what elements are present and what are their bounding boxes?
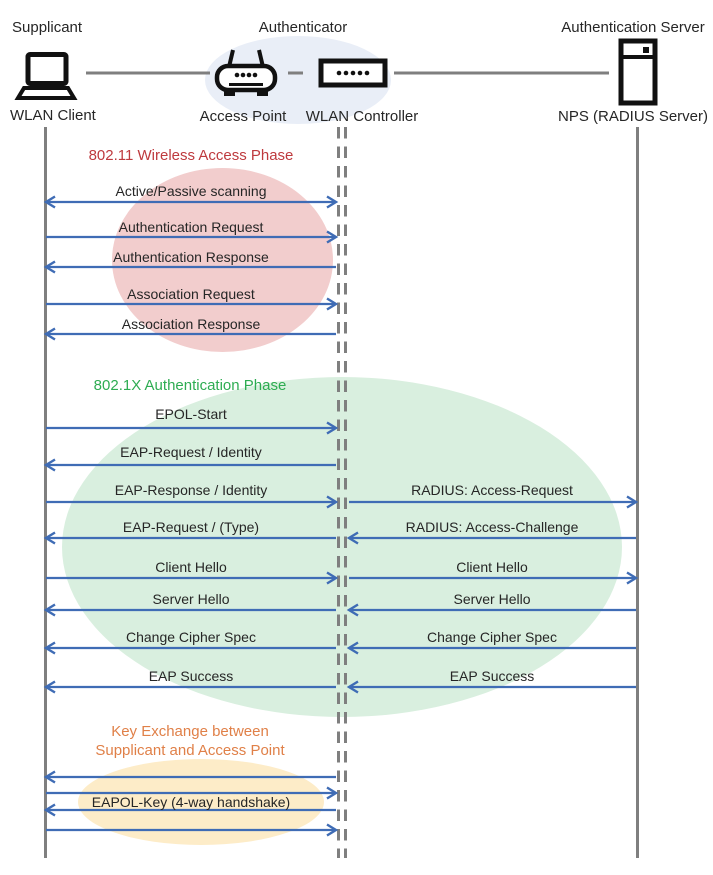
- message-label: RADIUS: Access-Challenge: [405, 519, 579, 535]
- device-wlan-controller: WLAN Controller: [305, 108, 419, 125]
- laptop-icon: [14, 52, 78, 100]
- wlan-controller-icon: [318, 58, 388, 88]
- message-arrow: [46, 230, 339, 244]
- message-arrow: [46, 297, 339, 311]
- device-access-point: Access Point: [199, 108, 287, 125]
- message-arrow: [43, 770, 336, 784]
- access-point-icon: [214, 49, 278, 96]
- phase2-title: 802.1X Authentication Phase: [93, 377, 287, 394]
- phase1-title: 802.11 Wireless Access Phase: [88, 147, 294, 164]
- message-label: Association Response: [121, 316, 261, 332]
- message-arrow: [43, 641, 336, 655]
- phase1-ellipse: [112, 168, 333, 352]
- message-arrow: [349, 495, 639, 509]
- message-label: Change Cipher Spec: [427, 629, 557, 645]
- message-label: EAP Success: [449, 668, 535, 684]
- message-arrow: [46, 823, 339, 837]
- message-arrow: [43, 260, 336, 274]
- phase2-ellipse: [62, 377, 622, 717]
- message-label: EAPOL-Key (4-way handshake): [91, 794, 291, 810]
- message-arrow: [43, 531, 336, 545]
- message-label: Change Cipher Spec: [126, 629, 256, 645]
- message-label: Server Hello: [453, 591, 531, 607]
- message-arrow: [46, 421, 339, 435]
- message-label: EAP-Request / (Type): [122, 519, 260, 535]
- message-label: Authentication Response: [113, 249, 269, 265]
- message-arrow: [349, 571, 639, 585]
- message-arrow: [46, 786, 339, 800]
- message-label: Client Hello: [155, 559, 227, 575]
- message-label: Client Hello: [456, 559, 528, 575]
- device-wlan-client: WLAN Client: [10, 107, 96, 124]
- message-label: Authentication Request: [118, 219, 264, 235]
- message-label: EAP-Response / Identity: [114, 482, 268, 498]
- message-label: EAP-Request / Identity: [120, 444, 262, 460]
- server-icon: [618, 38, 658, 106]
- message-arrow: [346, 641, 636, 655]
- message-arrow: [43, 327, 336, 341]
- role-auth-server: Authentication Server: [561, 19, 705, 36]
- message-arrow: [43, 803, 336, 817]
- message-arrow: [43, 680, 336, 694]
- message-arrow: [346, 531, 636, 545]
- role-supplicant: Supplicant: [12, 19, 83, 36]
- phase3-title: Key Exchange between Supplicant and Acce…: [95, 723, 285, 759]
- message-label: EAP Success: [148, 668, 234, 684]
- message-label: Active/Passive scanning: [115, 183, 267, 199]
- message-label: Server Hello: [152, 591, 230, 607]
- message-label: EPOL-Start: [155, 406, 227, 422]
- role-authenticator: Authenticator: [258, 19, 348, 36]
- message-arrow: [346, 680, 636, 694]
- device-nps-server: NPS (RADIUS Server): [557, 108, 709, 125]
- message-arrow: [43, 458, 336, 472]
- message-arrow: [346, 603, 636, 617]
- message-label: RADIUS: Access-Request: [411, 482, 573, 498]
- message-arrow: [46, 571, 339, 585]
- message-arrow: [43, 603, 336, 617]
- message-label: Association Request: [127, 286, 255, 302]
- message-arrow: [46, 495, 339, 509]
- message-arrow: [43, 195, 339, 209]
